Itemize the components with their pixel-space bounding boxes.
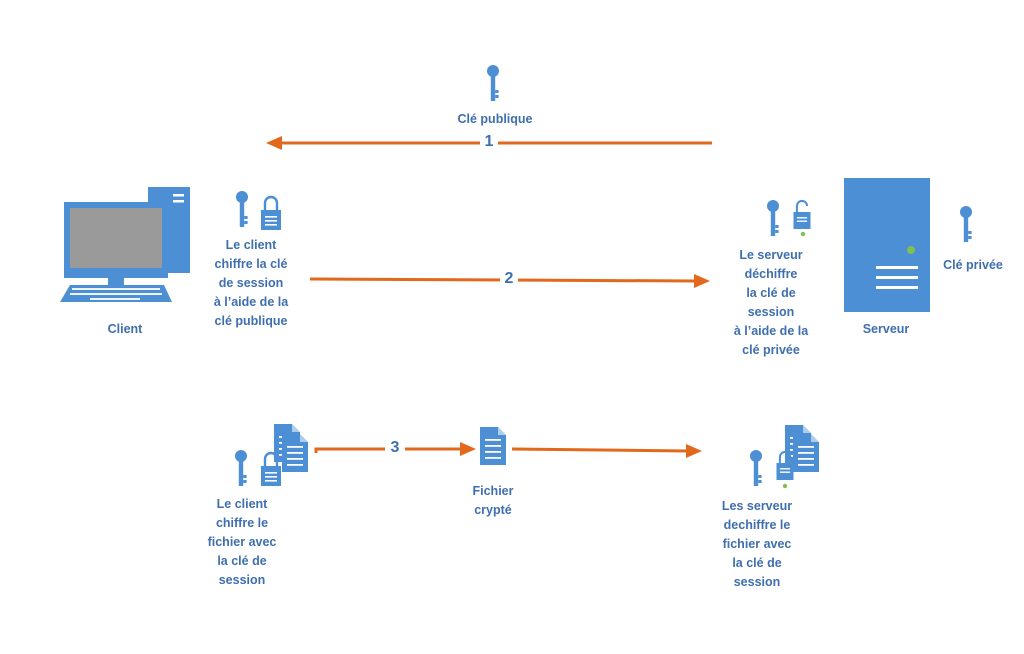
padlock-icon	[259, 195, 283, 232]
document-icon	[480, 427, 506, 465]
private-key-label: Clé privée	[943, 258, 1003, 272]
client-encrypts-file-label: Le client chiffre le fichier avec la clé…	[207, 497, 277, 587]
key-icon	[750, 450, 762, 486]
step-number-1: 1	[480, 133, 498, 151]
arrow-3b	[511, 444, 702, 458]
public-key-label: Clé publique	[457, 112, 533, 126]
document-icon	[793, 434, 819, 472]
document-icon	[282, 434, 308, 472]
padlock-icon	[792, 199, 812, 231]
key-icon	[236, 191, 248, 227]
server-decrypts-key-label: Le serveur déchiffre la clé de session à…	[733, 248, 809, 357]
client-encrypts-key-label: Le client chiffre la clé de session à l’…	[213, 238, 289, 328]
arrow-3a	[314, 442, 476, 456]
key-icon	[767, 200, 779, 236]
key-icon	[235, 450, 247, 486]
client-label: Client	[107, 322, 143, 336]
step-number-2: 2	[500, 270, 518, 288]
encrypted-file-label: Fichier crypté	[472, 484, 514, 517]
server-label: Serveur	[862, 322, 910, 336]
computer-icon	[60, 187, 190, 302]
server-decrypts-file-label: Les serveur dechiffre le fichier avec la…	[721, 499, 793, 589]
key-icon	[487, 65, 499, 101]
server-icon	[844, 178, 930, 312]
key-icon	[960, 206, 972, 242]
padlock-icon	[259, 451, 283, 488]
step-number-3: 3	[385, 439, 405, 457]
